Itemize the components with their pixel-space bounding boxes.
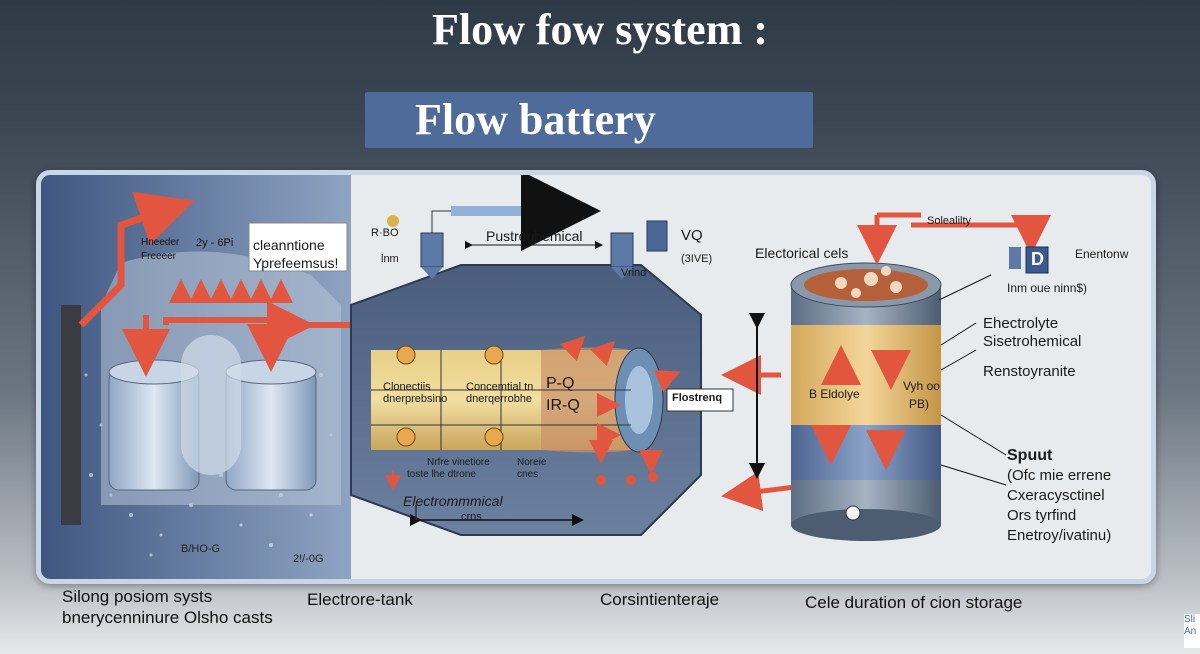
vyh-label: Vyh oo xyxy=(903,379,940,393)
solubility-label: Solealilty xyxy=(927,215,972,227)
center-mid-text: Concemtial tn dnerqerrobhe xyxy=(466,381,534,405)
sive-label: (3IVE) xyxy=(681,253,713,265)
ors-label: Ors tyrfind xyxy=(1007,507,1077,524)
bq-label: IR-Q xyxy=(546,397,580,414)
vq-label: VQ xyxy=(681,227,703,244)
top-flow-label: Pustrouhemical xyxy=(486,228,583,244)
source-sub-label: lnm xyxy=(381,253,399,265)
bottom-label-a1: Silong posiom systs xyxy=(62,587,213,606)
center-below-4: cnes xyxy=(517,469,539,480)
spuut-label: Spuut xyxy=(1007,447,1053,464)
source-label: R·BO xyxy=(371,227,399,239)
cell-bottom-title: Electrommmical xyxy=(403,493,503,509)
renstoy-label: Renstoyranite xyxy=(983,363,1076,380)
note-line2: Yprefeemsus! xyxy=(253,255,339,271)
enet-label: Enetroy/ivatinu) xyxy=(1007,527,1112,544)
center-below-1: Nrfre vinetiore xyxy=(427,457,490,468)
heater-label: Hneeder xyxy=(141,237,180,248)
freezer-label: Freeeer xyxy=(141,251,177,262)
vrind-label: Vrind xyxy=(621,267,647,279)
cell-bottom-sub: crns xyxy=(461,511,482,523)
diagram-graphics xyxy=(41,175,1051,579)
setrohemical-label: Sisetrohemical xyxy=(983,333,1082,350)
ofc-label: (Ofc mie errene xyxy=(1007,467,1112,484)
cxer-label: Cxeracysctinel xyxy=(1007,487,1105,504)
corner-watermark: Sli An xyxy=(1184,614,1200,648)
d-label: D xyxy=(1031,249,1044,269)
tank-bottom-label-2: 2!/-0G xyxy=(293,553,324,565)
inm-label: Inm oue ninn$) xyxy=(1007,281,1088,295)
center-left-text: Clonectiis dnerprebsino xyxy=(383,381,448,405)
bottom-label-c: Corsintienteraje xyxy=(600,590,720,609)
pb-label: PB) xyxy=(909,397,930,411)
pq-label: P-Q xyxy=(546,375,575,392)
eldolye-label: B Eldolye xyxy=(809,387,860,401)
temp-label: 2y - 6Pi xyxy=(196,237,234,249)
bottom-label-d: Cele duration of cion storage xyxy=(805,593,1023,612)
flow-tag: Flostrenq xyxy=(672,392,723,404)
note-line1: cleanntione xyxy=(253,237,325,253)
subtitle-band: Flow battery xyxy=(365,92,813,148)
center-below-3: Noreie xyxy=(517,457,547,468)
diagram-panel: cleanntione Yprefeemsus! Hneeder Freeeer… xyxy=(36,170,1156,584)
bottom-label-a2: bnerycenninure Olsho casts xyxy=(62,608,273,627)
electrolyte-label: Ehectrolyte xyxy=(983,315,1059,332)
cell-stack-cylinder xyxy=(790,262,942,541)
bottom-label-b: Electrore-tank xyxy=(307,590,413,609)
electrical-cells-label: Electorical cels xyxy=(755,245,849,261)
main-title: Flow fow system : xyxy=(431,5,769,54)
tank-bottom-label-1: B/HO-G xyxy=(181,543,221,555)
enentonw-label: Enentonw xyxy=(1075,247,1129,261)
center-below-2: toste lhe dtrone xyxy=(407,469,476,480)
subtitle: Flow battery xyxy=(415,95,656,144)
